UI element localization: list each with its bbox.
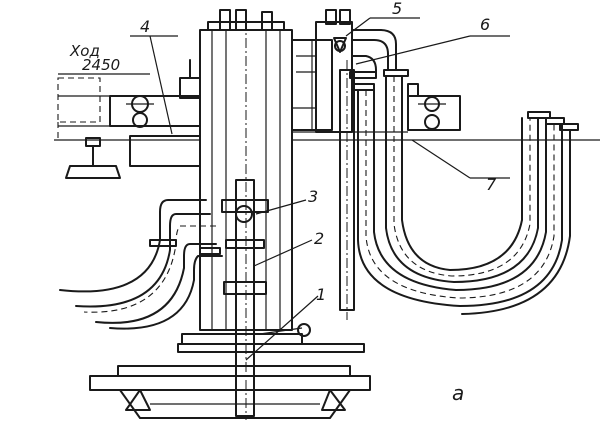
stroke-label: Ход [69, 42, 100, 60]
right-guide-rod [339, 60, 355, 320]
left-arm [54, 59, 201, 179]
leader-lines [130, 17, 510, 361]
left-cable-loops [59, 199, 223, 330]
figure-sublabel: а [452, 381, 464, 405]
callout-1: 1 [316, 285, 326, 304]
callout-4: 4 [140, 17, 150, 36]
callout-5: 5 [392, 0, 402, 18]
stroke-value: 2450 [82, 56, 120, 74]
lower-table [177, 323, 365, 353]
right-arm [292, 83, 600, 141]
central-column [199, 9, 293, 420]
callout-2: 2 [314, 229, 324, 248]
right-hose-bundle [349, 29, 409, 91]
right-cable-loops [357, 75, 579, 315]
callout-3: 3 [308, 187, 318, 206]
base-platform [89, 365, 371, 419]
spindle-rod [221, 179, 269, 417]
callout-6: 6 [480, 15, 490, 34]
callout-7: 7 [486, 175, 497, 194]
